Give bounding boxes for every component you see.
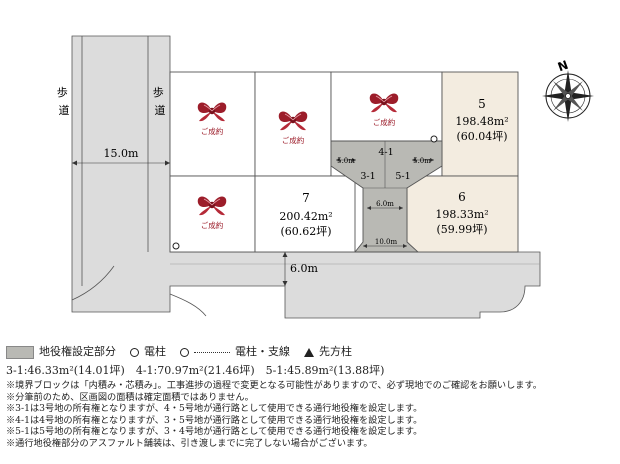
easement-area: [330, 140, 443, 253]
legend-easement-label: 地役権設定部分: [39, 345, 116, 358]
utility-pole-icon: [172, 242, 180, 250]
main-road-width: 15.0m: [104, 147, 139, 160]
pole-icon: [130, 347, 139, 357]
lot-7: [254, 175, 356, 253]
sold-label: ご成約: [373, 117, 396, 127]
note-line: ※4-1は4号地の所有権となりますが、3・5号地が通行路として使用できる通行地役…: [6, 414, 423, 426]
lot-2: [254, 71, 332, 177]
lot-5-number: 5: [478, 97, 486, 111]
compass-north-label: N: [556, 58, 570, 75]
legend-pole-stay-label: 電柱・支線: [235, 345, 290, 358]
lot-7-number: 7: [302, 191, 310, 205]
easement-label-3-1: 3-1: [360, 171, 375, 182]
dim-left-5m: 5.0m: [337, 157, 355, 165]
lot-6-tsubo: (59.99坪): [436, 223, 487, 236]
note-line: ※5-1は5号地の所有権となりますが、3・4号地が通行路として使用できる通行地役…: [6, 426, 423, 438]
dim-mid-6m: 6.0m: [376, 200, 394, 208]
lot-6-number: 6: [458, 190, 466, 204]
easement-swatch-icon: [6, 345, 34, 359]
lot-7-tsubo: (60.62坪): [280, 225, 331, 238]
easement-label-4-1: 4-1: [378, 147, 393, 158]
lot-5: [441, 71, 519, 177]
easement-label-5-1: 5-1: [395, 171, 410, 182]
compass-icon: [542, 70, 594, 122]
main-road: [71, 35, 541, 319]
lot-sold-bottom: [169, 175, 256, 253]
side-road-width: 6.0m: [290, 262, 318, 275]
notes: ※境界ブロックは「内積み・芯積み」。工事進捗の過程で変更となる可能性がありますの…: [6, 380, 616, 450]
note-line: ※分筆前のため、区画図の面積は確定面積ではありません。: [6, 391, 254, 403]
lot-5-tsubo: (60.04坪): [456, 130, 507, 143]
sold-label: ご成約: [282, 135, 305, 145]
lot-6-area: 198.33m²: [435, 208, 488, 221]
legend: 地役権設定部分 電柱 電柱・支線 先方柱 3-1:46.33m²(14.01坪)…: [6, 344, 616, 450]
pole-stay-icon: [180, 347, 189, 357]
tip-post-icon: [304, 347, 314, 357]
sold-label: ご成約: [201, 220, 224, 230]
lot-7-area: 200.42m²: [279, 210, 332, 223]
note-line: ※境界ブロックは「内積み・芯積み」。工事進捗の過程で変更となる可能性がありますの…: [6, 380, 542, 391]
easement-areas: 3-1:46.33m²(14.01坪) 4-1:70.97m²(21.46坪) …: [6, 364, 385, 377]
site-plan-map: 4-1 3-1 5-1 5.0m 5.0m 6.0m 10.0m ご成約 ご成約…: [57, 35, 594, 319]
legend-pole-label: 電柱: [144, 345, 166, 358]
lot-5-area: 198.48m²: [455, 115, 508, 128]
legend-tip-post-label: 先方柱: [319, 345, 352, 358]
note-line: ※3-1は3号地の所有権となりますが、4・5号地が通行路として使用できる通行地役…: [6, 403, 423, 415]
legend-row: 地役権設定部分 電柱 電柱・支線 先方柱: [6, 344, 616, 360]
sold-label: ご成約: [201, 126, 224, 136]
stay-wire-icon: [194, 351, 230, 353]
dim-bottom-10m: 10.0m: [375, 238, 398, 246]
dim-right-5m: 5.0m: [413, 157, 431, 165]
lot-1: [169, 71, 256, 177]
sidewalk-right-label: 歩 道: [153, 85, 168, 117]
utility-pole-icon: [430, 135, 438, 143]
note-line: ※通行地役権部分のアスファルト舗装は、引き渡しまでに完了しない場合がございます。: [6, 437, 373, 449]
sidewalk-left-label: 歩 道: [57, 85, 72, 117]
